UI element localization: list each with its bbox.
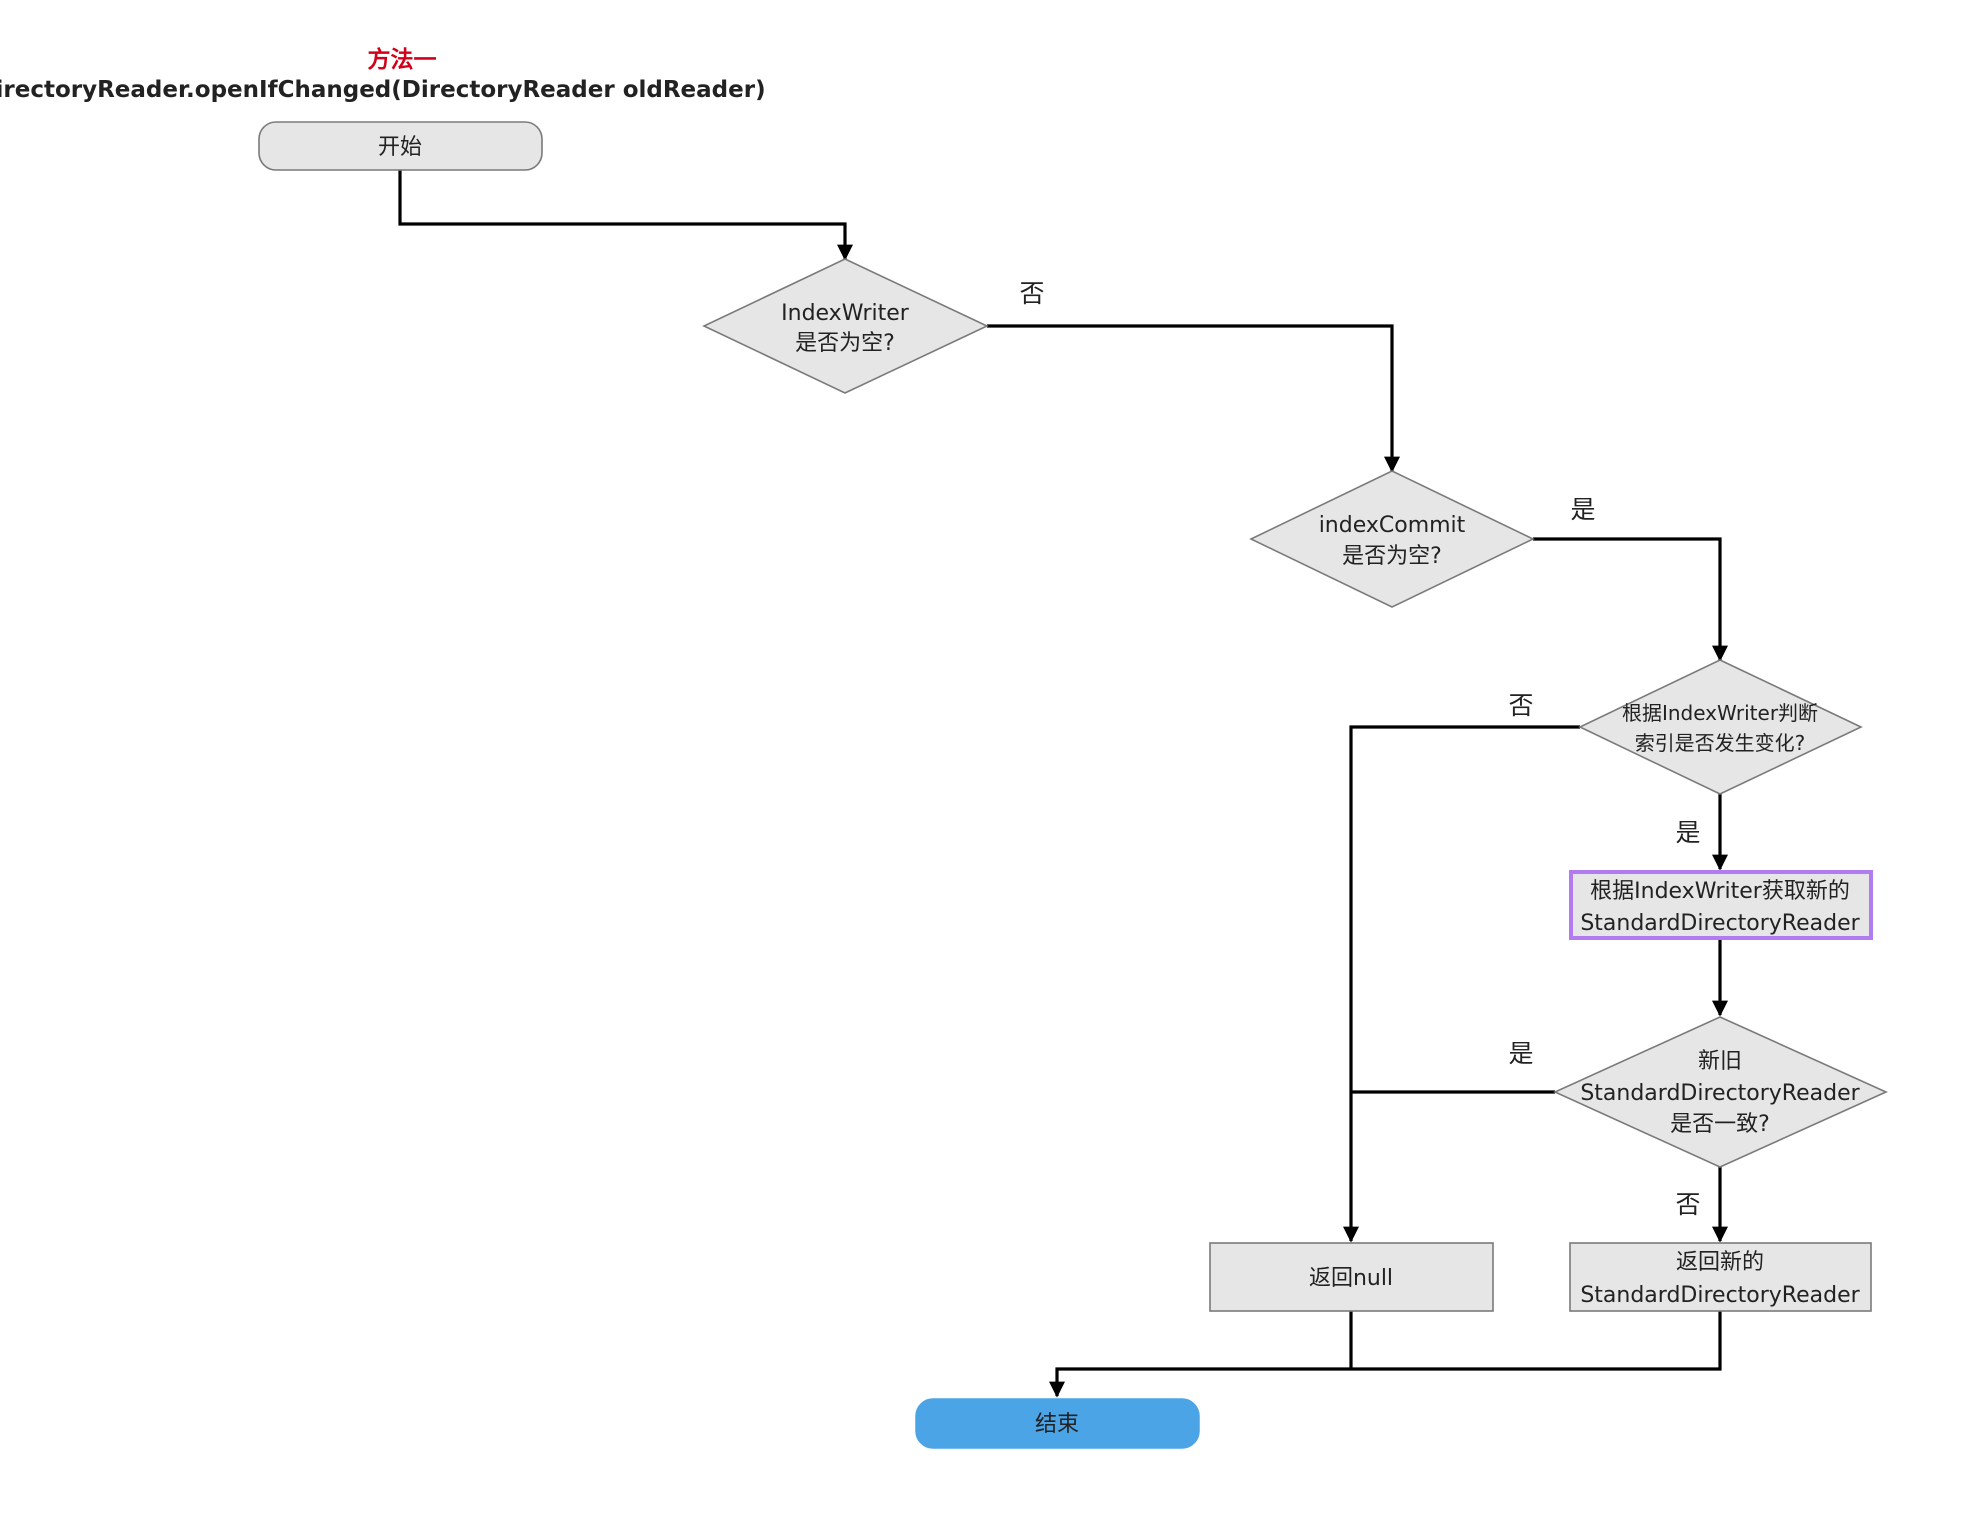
check-same-label-1: 新旧 bbox=[1698, 1049, 1742, 1074]
return-new-label-2: StandardDirectoryReader bbox=[1580, 1283, 1860, 1308]
edge-label-changed-yes: 是 bbox=[1675, 818, 1700, 847]
check-commit-diamond bbox=[1249, 470, 1535, 608]
start-label: 开始 bbox=[378, 135, 422, 160]
check-changed-label-2: 索引是否发生变化? bbox=[1635, 731, 1806, 755]
edges bbox=[398, 170, 1728, 1398]
end-label: 结束 bbox=[1035, 1412, 1079, 1437]
edge-label-writer-no: 否 bbox=[1019, 279, 1044, 308]
return-null-box bbox=[1209, 1242, 1494, 1312]
return-new-label-1: 返回新的 bbox=[1676, 1250, 1764, 1275]
node-get-new-reader: 根据IndexWriter获取新的 StandardDirectoryReade… bbox=[1569, 870, 1873, 940]
get-new-reader-label-2: StandardDirectoryReader bbox=[1580, 911, 1860, 936]
node-check-commit: indexCommit 是否为空? bbox=[1249, 470, 1535, 608]
edge-writer-to-commit bbox=[987, 324, 1400, 473]
get-new-reader-label-1: 根据IndexWriter获取新的 bbox=[1590, 879, 1850, 904]
check-changed-diamond bbox=[1578, 659, 1863, 795]
node-check-same: 新旧 StandardDirectoryReader 是否一致? bbox=[1553, 1016, 1888, 1168]
return-new-box bbox=[1569, 1242, 1872, 1312]
diagram-title: 方法一 bbox=[368, 46, 437, 73]
edge-changed-no-to-null bbox=[1343, 725, 1580, 1243]
node-return-new: 返回新的 StandardDirectoryReader bbox=[1569, 1242, 1872, 1312]
diagram-subtitle: DirectoryReader.openIfChanged(DirectoryR… bbox=[0, 77, 766, 103]
check-same-diamond bbox=[1553, 1016, 1888, 1168]
node-check-changed: 根据IndexWriter判断 索引是否发生变化? bbox=[1578, 659, 1863, 795]
edge-start-to-writer bbox=[398, 170, 853, 261]
check-writer-label-1: IndexWriter bbox=[781, 301, 910, 326]
check-same-label-3: 是否一致? bbox=[1670, 1112, 1770, 1137]
end-shape bbox=[915, 1398, 1200, 1449]
edge-commit-to-changed bbox=[1533, 537, 1728, 662]
node-check-writer: IndexWriter 是否为空? bbox=[702, 258, 989, 394]
edge-return-new-to-end bbox=[1049, 1311, 1722, 1398]
edge-label-commit-yes: 是 bbox=[1570, 495, 1595, 524]
check-writer-label-2: 是否为空? bbox=[795, 331, 895, 356]
node-start: 开始 bbox=[258, 121, 543, 171]
check-commit-label-2: 是否为空? bbox=[1342, 544, 1442, 569]
get-new-reader-box bbox=[1569, 870, 1873, 940]
check-changed-label-1: 根据IndexWriter判断 bbox=[1622, 701, 1818, 725]
node-return-null: 返回null bbox=[1209, 1242, 1494, 1312]
edge-label-changed-no: 否 bbox=[1508, 691, 1533, 720]
node-end: 结束 bbox=[915, 1398, 1200, 1449]
check-writer-diamond bbox=[702, 258, 989, 394]
return-null-label: 返回null bbox=[1309, 1266, 1393, 1291]
check-commit-label-1: indexCommit bbox=[1319, 513, 1466, 538]
edge-label-same-no: 否 bbox=[1675, 1190, 1700, 1219]
edge-label-same-yes: 是 bbox=[1508, 1039, 1533, 1068]
start-shape bbox=[258, 121, 543, 171]
check-same-label-2: StandardDirectoryReader bbox=[1580, 1081, 1860, 1106]
